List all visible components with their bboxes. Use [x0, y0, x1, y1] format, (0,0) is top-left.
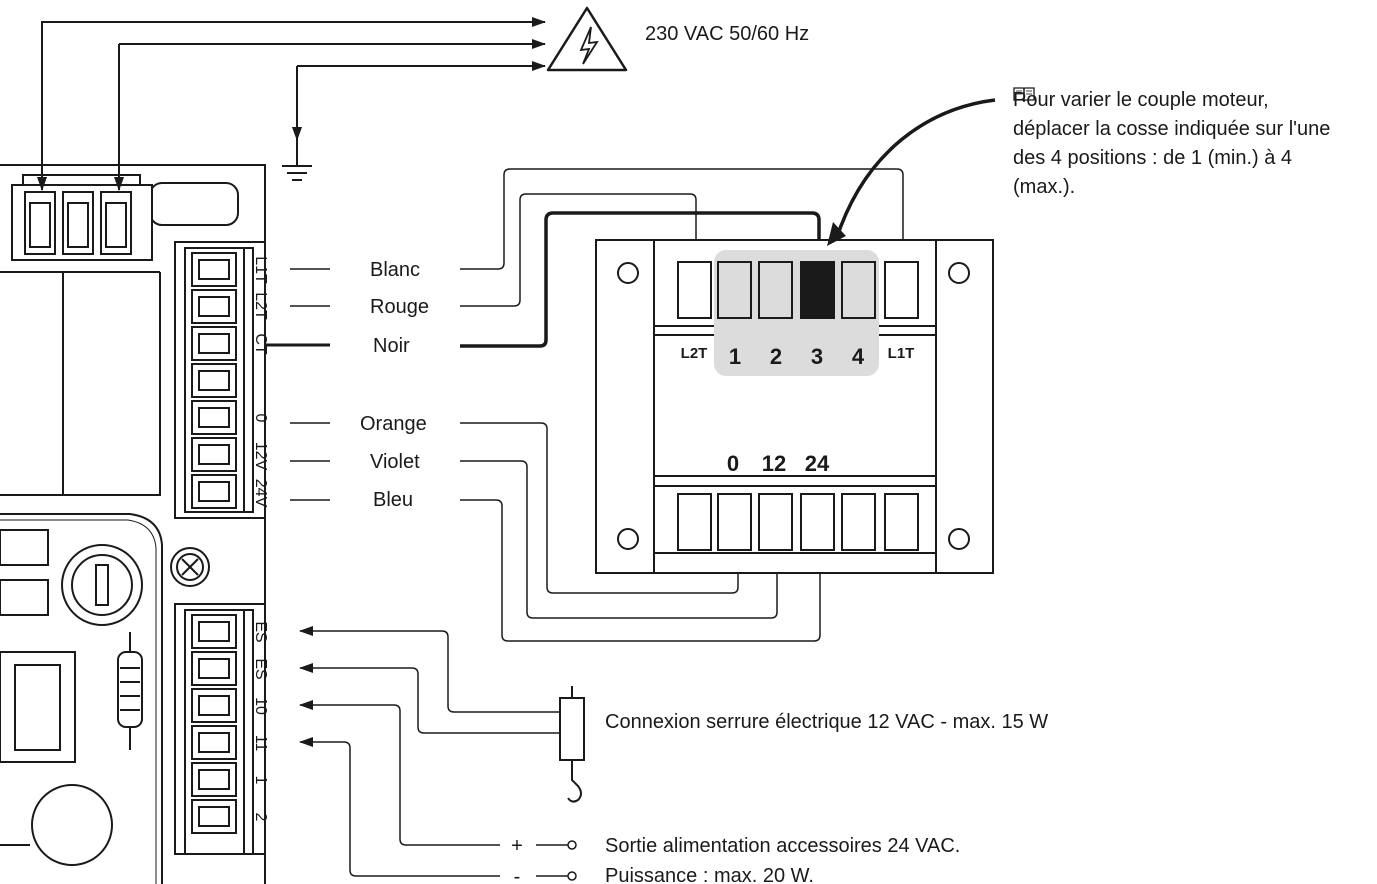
control-board [0, 164, 266, 884]
svg-text:ES: ES [252, 658, 269, 679]
svg-text:12V: 12V [252, 442, 269, 471]
wire-label-noir: Noir [373, 335, 410, 357]
svg-text:3: 3 [811, 344, 823, 369]
svg-text:L2T: L2T [252, 292, 269, 320]
transformer-bottom-labels: 0 12 24 [727, 451, 830, 476]
torque-note-line-3: des 4 positions : de 1 (min.) à 4 [1013, 147, 1293, 169]
svg-text:2: 2 [770, 344, 782, 369]
svg-text:CT: CT [252, 333, 269, 355]
wire-label-violet: Violet [370, 451, 420, 473]
svg-text:0: 0 [727, 451, 739, 476]
torque-note-arrow [834, 98, 996, 241]
torque-note: Pour varier le couple moteur, déplacer l… [1013, 86, 1373, 202]
wire-label-blanc: Blanc [370, 259, 420, 281]
accessory-power-label: Puissance : max. 20 W. [605, 865, 814, 884]
torque-note-arrowhead [827, 222, 846, 246]
lock-label: Connexion serrure électrique 12 VAC - ma… [605, 711, 1048, 733]
svg-text:12: 12 [762, 451, 786, 476]
supply-label: 230 VAC 50/60 Hz [645, 23, 809, 45]
selected-torque-terminal [800, 261, 835, 319]
wire-noir [460, 211, 821, 348]
transformer-top-terminals [677, 261, 919, 319]
svg-text:4: 4 [852, 344, 865, 369]
motor-terminal-block [174, 241, 266, 519]
svg-text:2: 2 [252, 813, 269, 822]
torque-note-line-1: Pour varier le couple moteur, [1013, 86, 1373, 115]
svg-text:0: 0 [252, 414, 269, 423]
torque-note-line-2: déplacer la cosse indiquée sur l'une [1013, 118, 1331, 140]
lock-wires [299, 626, 567, 734]
ground-icon [282, 140, 312, 181]
svg-text:L2T: L2T [681, 345, 708, 362]
transformer-wires [460, 168, 904, 642]
svg-text:11: 11 [252, 735, 269, 752]
accessory-terminal-block [174, 603, 266, 855]
wire-label-bleu: Bleu [373, 489, 413, 511]
high-voltage-icon [546, 6, 628, 72]
torque-note-line-4: (max.). [1013, 176, 1076, 198]
accessory-plus-label: + [511, 835, 523, 857]
svg-text:24V: 24V [252, 479, 269, 508]
transformer-top-labels: L2T 1 2 3 4 L1T [681, 344, 915, 369]
svg-text:10: 10 [252, 697, 269, 715]
electric-lock-icon [559, 686, 585, 803]
svg-text:24: 24 [805, 451, 830, 476]
wire-stubs [265, 268, 330, 501]
torque-selector-zone [714, 250, 879, 376]
transformer-bottom-terminals [677, 493, 919, 551]
mains-wires [37, 17, 546, 191]
svg-text:1: 1 [729, 344, 741, 369]
accessory-output-label: Sortie alimentation accessoires 24 VAC. [605, 835, 960, 857]
svg-text:L1T: L1T [252, 256, 269, 284]
book-icon [1013, 87, 1035, 103]
accessory-terminal-labels: ES ES 10 11 1 2 [252, 621, 269, 821]
power-terminal-block [11, 174, 153, 261]
svg-text:L1T: L1T [888, 345, 915, 362]
motor-terminal-labels: L1T L2T CT 0 12V 24V [252, 256, 269, 507]
accessory-minus-label: - [514, 866, 521, 884]
wire-label-rouge: Rouge [370, 296, 429, 318]
svg-text:ES: ES [252, 621, 269, 642]
accessory-wires [299, 700, 577, 881]
wire-label-orange: Orange [360, 413, 427, 435]
svg-text:1: 1 [252, 776, 269, 785]
